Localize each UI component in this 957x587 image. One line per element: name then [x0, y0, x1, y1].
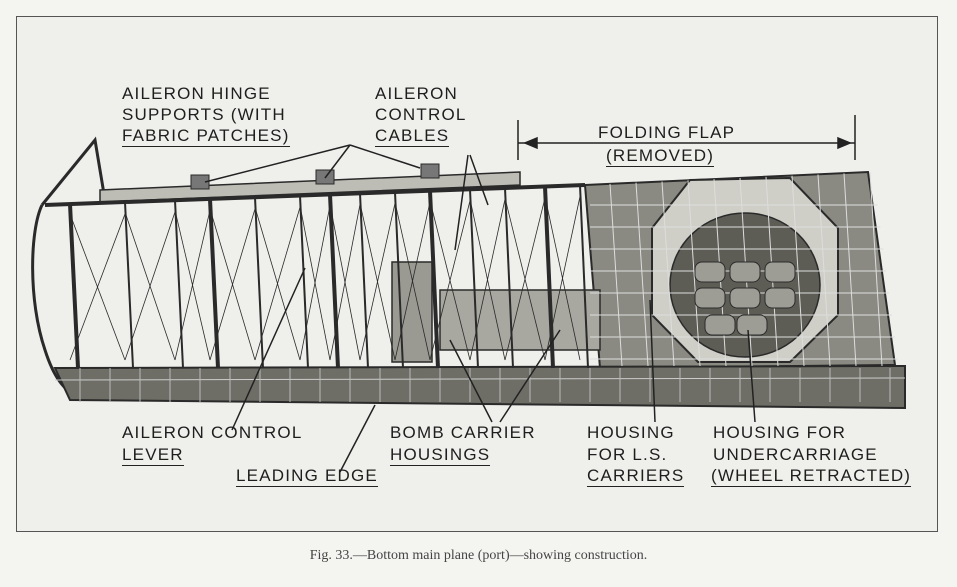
- label-aileron-control-cables-1: AILERON: [375, 84, 459, 103]
- wing-rib: [328, 194, 340, 369]
- housing-pad: [704, 314, 736, 336]
- flap-bay-rib: [661, 181, 675, 367]
- aileron-hinge-support: [190, 174, 210, 190]
- housing-pad: [729, 261, 761, 283]
- wing-rib: [208, 198, 220, 369]
- bracing-wire: [174, 210, 211, 361]
- housing-pad: [694, 287, 726, 309]
- bracing-wire: [124, 211, 176, 361]
- wing-rib: [469, 189, 479, 369]
- aileron: [99, 171, 521, 203]
- label-housing-ls-carriers-3: CARRIERS: [587, 466, 685, 487]
- label-folding-flap-2: (REMOVED): [606, 146, 715, 167]
- label-folding-flap-1: FOLDING FLAP: [598, 123, 736, 142]
- bracing-wire: [504, 197, 546, 361]
- housing-pad: [736, 314, 768, 336]
- wing-rib: [254, 197, 264, 369]
- label-aileron-hinge-supports-1: AILERON HINGE: [122, 84, 271, 103]
- wing-rib: [543, 186, 555, 369]
- wing-rib: [579, 185, 589, 369]
- label-aileron-control-cables-2: CONTROL: [375, 105, 467, 124]
- bracing-wire: [359, 203, 396, 361]
- label-housing-undercarriage-3: (WHEEL RETRACTED): [711, 466, 912, 487]
- label-aileron-control-lever-2: LEVER: [122, 445, 184, 466]
- bracing-wire: [469, 199, 506, 361]
- wing-rib: [504, 187, 514, 369]
- trailing-spar: [44, 183, 586, 207]
- bracing-wire: [429, 200, 471, 361]
- figure-caption: Fig. 33.—Bottom main plane (port)—showin…: [309, 548, 648, 563]
- wing-tip: [31, 204, 71, 394]
- label-leading-edge: LEADING EDGE: [236, 466, 378, 487]
- wing-rib: [299, 195, 309, 369]
- bracing-wire: [329, 204, 361, 361]
- wing-structure: [31, 136, 906, 410]
- housing-pad: [764, 287, 796, 309]
- bracing-wire: [394, 201, 431, 361]
- flap-bay-rib: [635, 182, 649, 367]
- leader-lines: [204, 115, 856, 473]
- housing-pad: [729, 287, 761, 309]
- label-housing-undercarriage-2: UNDERCARRIAGE: [713, 445, 878, 464]
- wing-rib: [359, 193, 369, 369]
- flap-bay-rib: [687, 180, 701, 367]
- bracing-wire: [69, 213, 126, 361]
- wing-rib: [174, 200, 184, 369]
- label-housing-ls-carriers-2: FOR L.S.: [587, 445, 668, 464]
- label-aileron-control-cables-3: CABLES: [375, 126, 450, 147]
- housing-pad: [694, 261, 726, 283]
- aileron-hinge-support: [420, 163, 440, 179]
- bracing-wire: [544, 196, 581, 361]
- bracing-wire: [254, 207, 301, 361]
- label-housing-undercarriage-1: HOUSING FOR: [713, 423, 847, 442]
- wing-rib: [428, 190, 440, 369]
- wing-rib: [124, 201, 134, 369]
- label-housing-ls-carriers-1: HOUSING: [587, 423, 675, 442]
- wing-rib: [394, 191, 404, 369]
- label-aileron-hinge-supports-3: FABRIC PATCHES): [122, 126, 290, 147]
- wing-tip-spar: [40, 136, 107, 206]
- label-bomb-carrier-housings-2: HOUSINGS: [390, 445, 491, 466]
- flap-bay-rib: [609, 183, 623, 367]
- label-aileron-hinge-supports-2: SUPPORTS (WITH: [122, 105, 286, 124]
- housing-pad: [764, 261, 796, 283]
- wing-rib: [68, 203, 80, 369]
- flap-bay-rib: [817, 174, 831, 367]
- bracing-wire: [299, 205, 331, 361]
- flap-bay-rib: [869, 172, 883, 367]
- bracing-wire: [209, 208, 256, 361]
- label-aileron-control-lever-1: AILERON CONTROL: [122, 423, 303, 442]
- label-bomb-carrier-housings-1: BOMB CARRIER: [390, 423, 536, 442]
- leading-edge-panel: [53, 364, 906, 410]
